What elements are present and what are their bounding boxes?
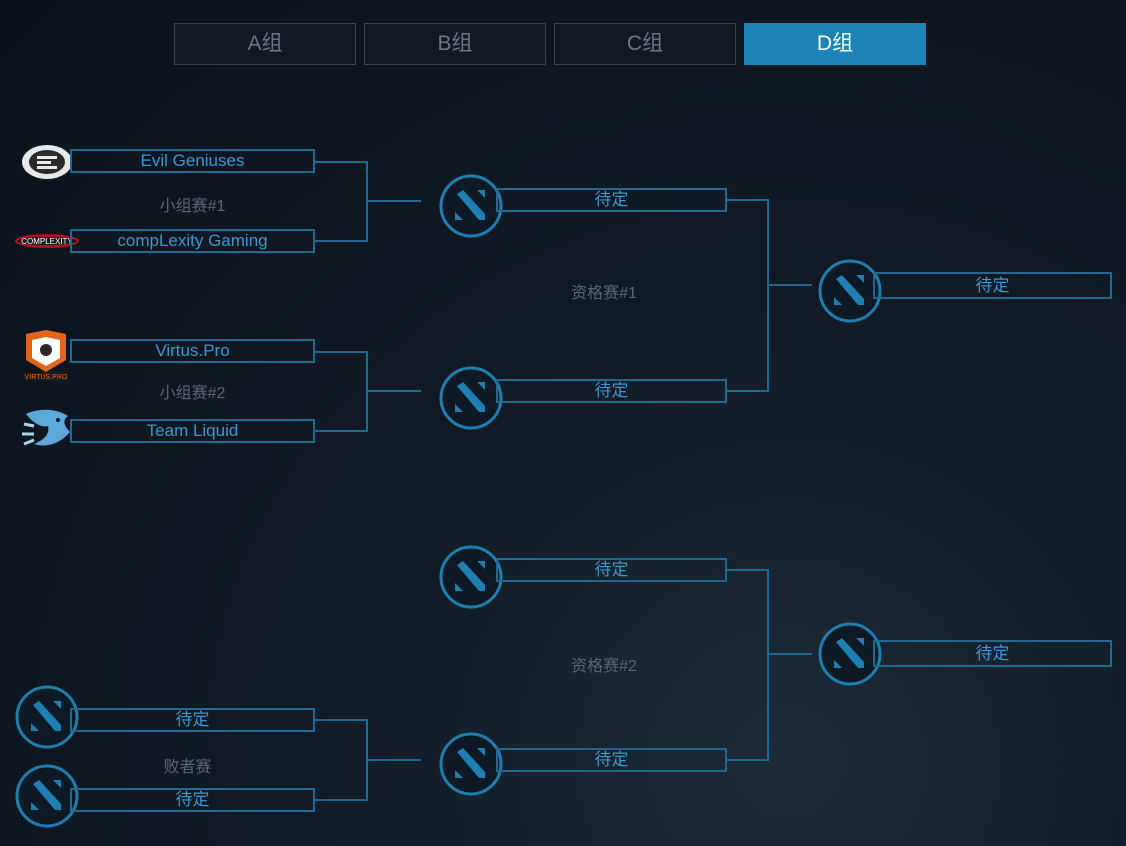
qualifier-2-winner-slot[interactable]: 待定: [873, 640, 1112, 667]
virtus-pro-logo: VIRTUS.PRO: [22, 330, 70, 382]
svg-text:VIRTUS.PRO: VIRTUS.PRO: [25, 374, 68, 381]
match-label-group-1: 小组赛#1: [159, 198, 226, 215]
team-slot-losers-1[interactable]: 待定: [70, 708, 315, 732]
match-label-losers: 败者赛: [163, 759, 212, 776]
dota-icon: [439, 174, 503, 238]
svg-text:COMPLEXITY: COMPLEXITY: [21, 237, 73, 246]
dota-icon: [439, 545, 503, 609]
team-slot-complexity-gaming[interactable]: compLexity Gaming: [70, 229, 315, 253]
evil-geniuses-logo: [20, 143, 74, 181]
dota-icon: [15, 764, 79, 828]
team-slot-virtus-pro[interactable]: Virtus.Pro: [70, 339, 315, 363]
team-liquid-logo: [20, 404, 74, 456]
tab-group-d[interactable]: D组: [744, 23, 926, 65]
complexity-gaming-logo: COMPLEXITY: [14, 228, 80, 254]
qualifier-2-slot-1[interactable]: 待定: [496, 558, 727, 582]
qualifier-1-slot-2[interactable]: 待定: [496, 379, 727, 403]
tab-group-a[interactable]: A组: [174, 23, 356, 65]
match-label-qualifier-1: 资格赛#1: [571, 285, 637, 302]
qualifier-1-winner-slot[interactable]: 待定: [873, 272, 1112, 299]
dota-icon: [15, 685, 79, 749]
tab-group-c[interactable]: C组: [554, 23, 736, 65]
qualifier-1-slot-1[interactable]: 待定: [496, 188, 727, 212]
dota-icon: [818, 259, 882, 323]
qualifier-2-slot-2[interactable]: 待定: [496, 748, 727, 772]
dota-icon: [439, 732, 503, 796]
tab-group-b[interactable]: B组: [364, 23, 546, 65]
team-slot-evil-geniuses[interactable]: Evil Geniuses: [70, 149, 315, 173]
match-label-group-2: 小组赛#2: [159, 385, 226, 402]
team-slot-losers-2[interactable]: 待定: [70, 788, 315, 812]
dota-icon: [439, 366, 503, 430]
match-label-qualifier-2: 资格赛#2: [571, 658, 637, 675]
dota-icon: [818, 622, 882, 686]
team-slot-team-liquid[interactable]: Team Liquid: [70, 419, 315, 443]
